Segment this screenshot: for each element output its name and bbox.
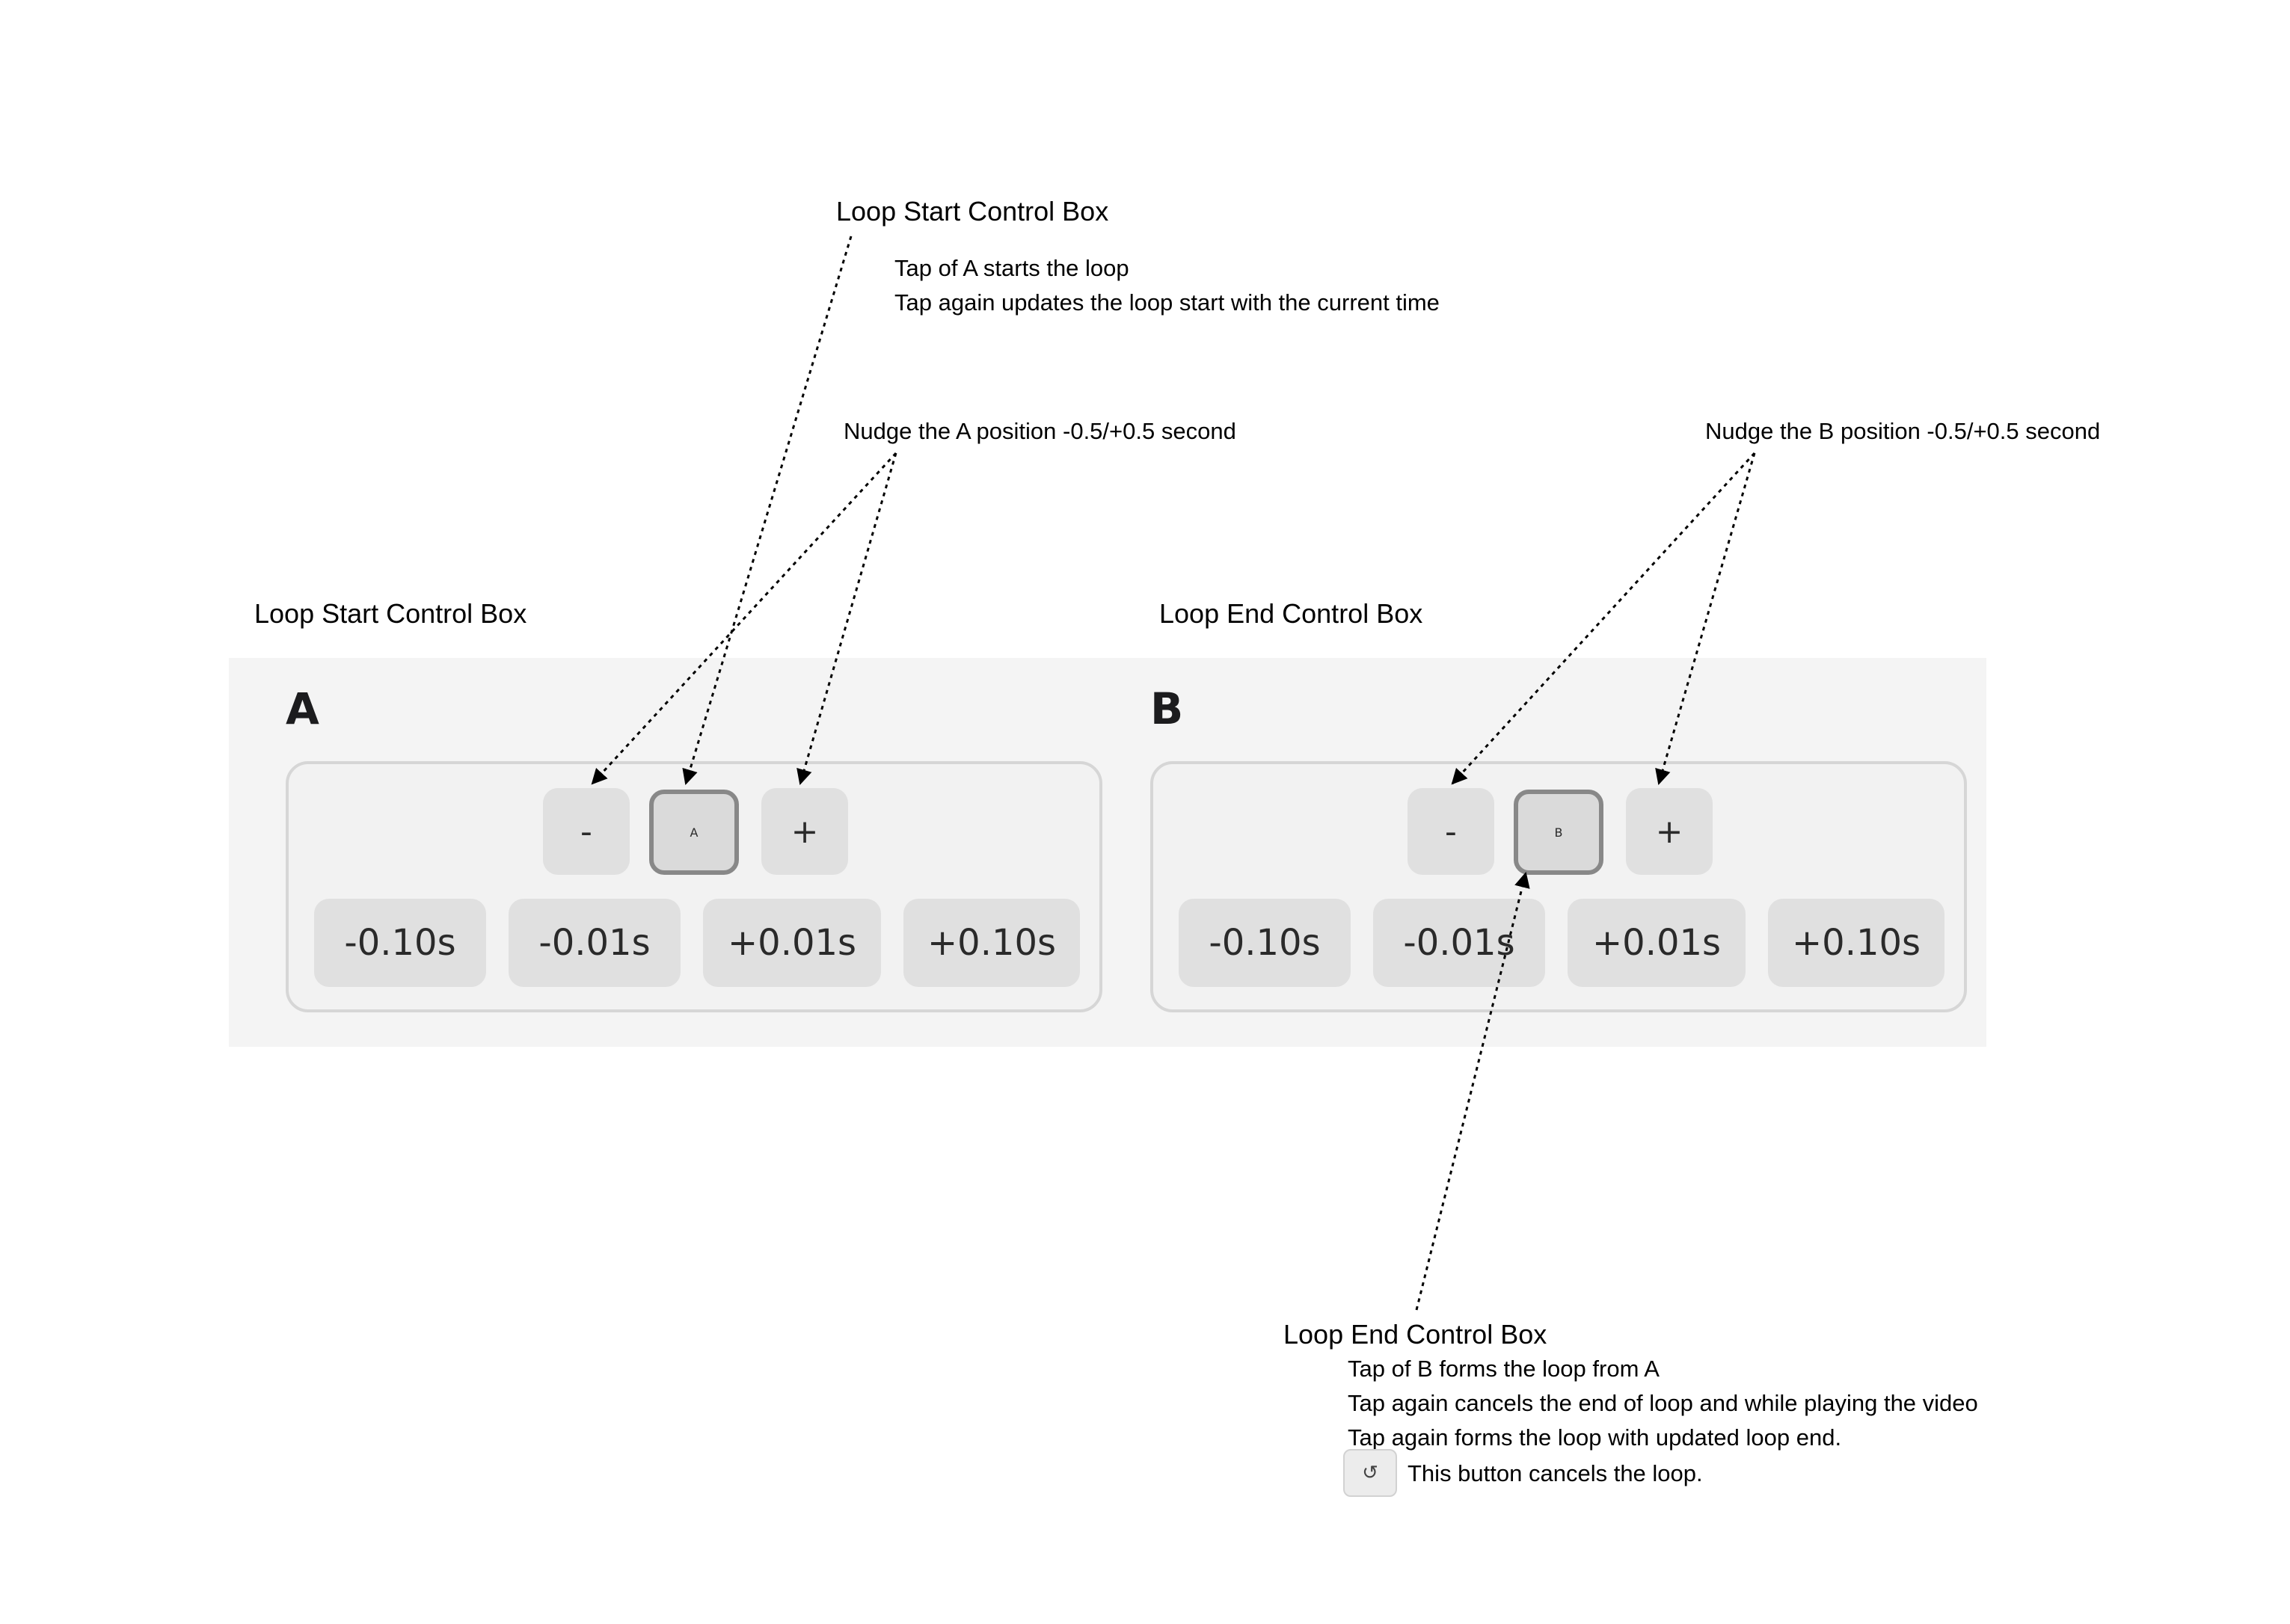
start-nudge-minus-button[interactable]: - (543, 788, 630, 875)
end-box-caption: Loop End Control Box (1159, 598, 1423, 629)
end-fine-plus-010-button[interactable]: +0.10s (1768, 899, 1944, 987)
start-box-letter: A (286, 683, 319, 734)
start-fine-minus-010-button[interactable]: -0.10s (314, 899, 486, 987)
loop-start-control-box: - A + -0.10s -0.01s +0.01s +0.10s (286, 761, 1102, 1012)
start-fine-minus-001-button[interactable]: -0.01s (509, 899, 681, 987)
end-callout-title: Loop End Control Box (1283, 1319, 1547, 1350)
end-callout-line-3: Tap again forms the loop with updated lo… (1348, 1424, 1842, 1451)
start-fine-plus-001-button[interactable]: +0.01s (703, 899, 881, 987)
end-fine-plus-001-button[interactable]: +0.01s (1568, 899, 1746, 987)
loop-start-a-button[interactable]: A (649, 790, 739, 875)
start-fine-plus-010-button[interactable]: +0.10s (903, 899, 1080, 987)
loop-end-b-button[interactable]: B (1514, 790, 1603, 875)
end-nudge-plus-button[interactable]: + (1626, 788, 1713, 875)
end-callout-line-2: Tap again cancels the end of loop and wh… (1348, 1390, 1978, 1416)
nudge-a-callout: Nudge the A position -0.5/+0.5 second (844, 418, 1236, 444)
reset-explanation: This button cancels the loop. (1408, 1460, 1703, 1486)
nudge-b-callout: Nudge the B position -0.5/+0.5 second (1705, 418, 2101, 444)
start-nudge-plus-button[interactable]: + (761, 788, 848, 875)
start-callout-line-1: Tap of A starts the loop (894, 255, 1129, 281)
start-callout-title: Loop Start Control Box (836, 196, 1109, 227)
end-callout-line-1: Tap of B forms the loop from A (1348, 1356, 1660, 1382)
start-box-caption: Loop Start Control Box (254, 598, 527, 629)
end-nudge-minus-button[interactable]: - (1408, 788, 1494, 875)
start-callout-line-2: Tap again updates the loop start with th… (894, 289, 1440, 316)
end-fine-minus-010-button[interactable]: -0.10s (1179, 899, 1351, 987)
end-fine-minus-001-button[interactable]: -0.01s (1373, 899, 1545, 987)
loop-end-control-box: - B + -0.10s -0.01s +0.01s +0.10s (1150, 761, 1967, 1012)
loop-control-panel: A - A + -0.10s -0.01s +0.01s +0.10s B - … (229, 658, 1986, 1047)
reset-loop-icon: ↺ (1343, 1449, 1397, 1497)
end-box-letter: B (1150, 683, 1184, 734)
